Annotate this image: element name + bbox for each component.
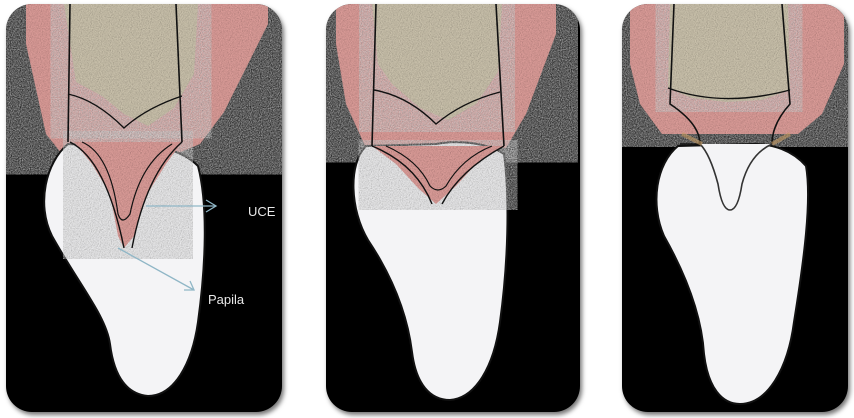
uce-label: UCE: [248, 204, 275, 219]
tooth-diagram-1: [6, 4, 282, 412]
tooth-diagram-2: [326, 4, 580, 412]
tooth-diagram-3: [622, 4, 848, 412]
diagram-panel-3: [622, 4, 848, 412]
alveolar-bone: [668, 4, 790, 102]
papila-label: Papila: [208, 292, 244, 307]
diagram-panel-2: [326, 4, 580, 412]
diagram-panel-1: UCE Papila: [6, 4, 282, 412]
